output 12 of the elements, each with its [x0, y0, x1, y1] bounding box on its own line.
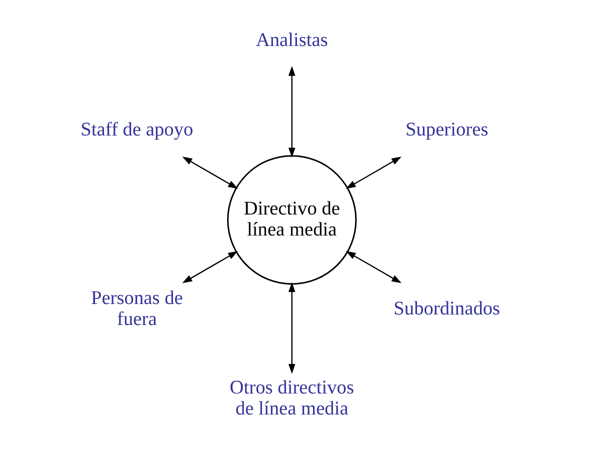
arrow — [346, 156, 402, 189]
arrow — [182, 156, 238, 189]
node-text: Otros directivos de línea media — [230, 377, 354, 420]
arrow — [182, 251, 238, 284]
node-text: Subordinados — [394, 298, 500, 320]
node-text: Staff de apoyo — [80, 120, 194, 140]
node-text: Analistas — [256, 30, 328, 52]
node-text: Superiores — [405, 120, 488, 140]
arrow — [346, 251, 402, 284]
arrow — [288, 66, 296, 158]
node-text: Personas de fuera — [90, 288, 183, 330]
arrow — [288, 282, 296, 374]
